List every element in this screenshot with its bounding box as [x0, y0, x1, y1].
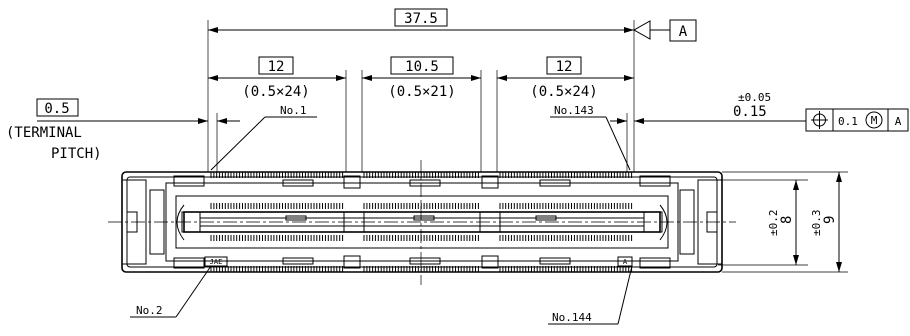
pin-no1-label: No.1 — [280, 104, 307, 117]
fcf-tolerance-value: 0.1 — [838, 115, 858, 128]
center-pitch-label: (0.5×21) — [388, 84, 455, 100]
datum-label: A — [679, 24, 688, 40]
height-outer-value: 9 — [822, 216, 838, 224]
left-span-value: 12 — [268, 59, 285, 75]
pin-no2-callout: No.2 — [130, 265, 212, 318]
right-pitch-label: (0.5×24) — [530, 84, 597, 100]
overall-dimension-box — [394, 8, 448, 27]
terminal-rows — [210, 172, 633, 272]
pin-no2-label: No.2 — [136, 304, 163, 317]
fcf-modifier: M — [871, 114, 878, 127]
left-pitch-label: (0.5×24) — [242, 84, 309, 100]
maker-marking: JAE — [210, 258, 223, 266]
pin-no143-callout: No.143 — [550, 104, 631, 171]
pin-no1-callout: No.1 — [210, 104, 317, 171]
overall-dimension-value: 37.5 — [404, 11, 438, 27]
pin-no143-label: No.143 — [554, 104, 594, 117]
center-lines — [108, 160, 736, 285]
pin-no144-callout: No.144 — [548, 265, 633, 325]
height-outer-tol: ±0.3 — [810, 210, 823, 237]
pitch-offset-tol: ±0.05 — [738, 91, 771, 104]
mmc-modifier-icon — [865, 111, 883, 129]
fcf-datum: A — [895, 115, 902, 128]
feature-control-frame: 0.1 M A — [805, 108, 909, 132]
terminal-pitch-dimension: 0.5 (TERMINAL PITCH) — [6, 98, 240, 172]
height-dimensions: ±0.2 8 ±0.3 9 — [718, 171, 848, 273]
pin-no144-label: No.144 — [552, 311, 592, 324]
pitch-offset-value: 0.15 — [733, 104, 767, 120]
connector-body: JAE A — [121, 171, 723, 273]
segment-dimensions: 12 (0.5×24) 10.5 (0.5×21) 12 (0.5×24) — [208, 56, 634, 172]
center-span-value: 10.5 — [405, 59, 439, 75]
height-inner-tol: ±0.2 — [767, 210, 780, 237]
terminal-pitch-value: 0.5 — [44, 101, 69, 117]
position-tolerance-icon — [811, 111, 828, 129]
corner-marking: A — [623, 258, 628, 266]
terminal-pitch-label-1: (TERMINAL — [6, 125, 82, 141]
pitch-offset-dimension: ±0.05 0.15 — [610, 91, 806, 172]
right-span-value: 12 — [556, 59, 573, 75]
overall-dimension: 37.5 — [207, 8, 635, 172]
height-inner-value: 8 — [779, 216, 795, 224]
datum-flag-a: A — [632, 19, 697, 42]
terminal-pitch-label-2: PITCH) — [51, 146, 102, 162]
